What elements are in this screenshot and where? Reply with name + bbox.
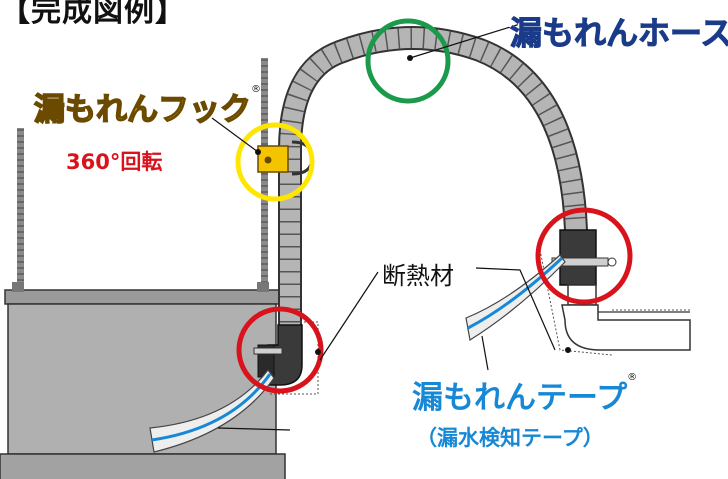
rotation-label: 360°回転: [66, 150, 163, 174]
insulation-label: 断熱材: [382, 262, 454, 290]
hose-product-label: 漏もれんホース®: [509, 14, 728, 53]
hook-highlight-circle: [235, 122, 315, 202]
hook-fitting: [257, 140, 314, 176]
left-joint-highlight-circle: [236, 306, 324, 394]
leader-dot-insulation-right: [565, 347, 571, 353]
threaded-rod-right: [261, 58, 268, 296]
tape-product-label: 漏もれんテープ®: [412, 372, 638, 416]
hose-highlight-circle: [365, 18, 451, 104]
leader-dot-hose: [407, 55, 413, 61]
leader-dot-hook: [255, 149, 261, 155]
page-title: 【完成図例】: [0, 0, 186, 29]
drain-hose: [278, 26, 588, 335]
tape-subtitle-label: （漏水検知テープ）: [416, 426, 604, 450]
hook-product-label: 漏もれんフック®: [33, 84, 261, 129]
leader-lines: [211, 23, 556, 431]
indoor-unit: [0, 282, 286, 479]
threaded-rod-left: [17, 128, 24, 296]
right-joint-highlight-circle: [535, 207, 633, 305]
leader-dot-insulation-left: [315, 349, 321, 355]
